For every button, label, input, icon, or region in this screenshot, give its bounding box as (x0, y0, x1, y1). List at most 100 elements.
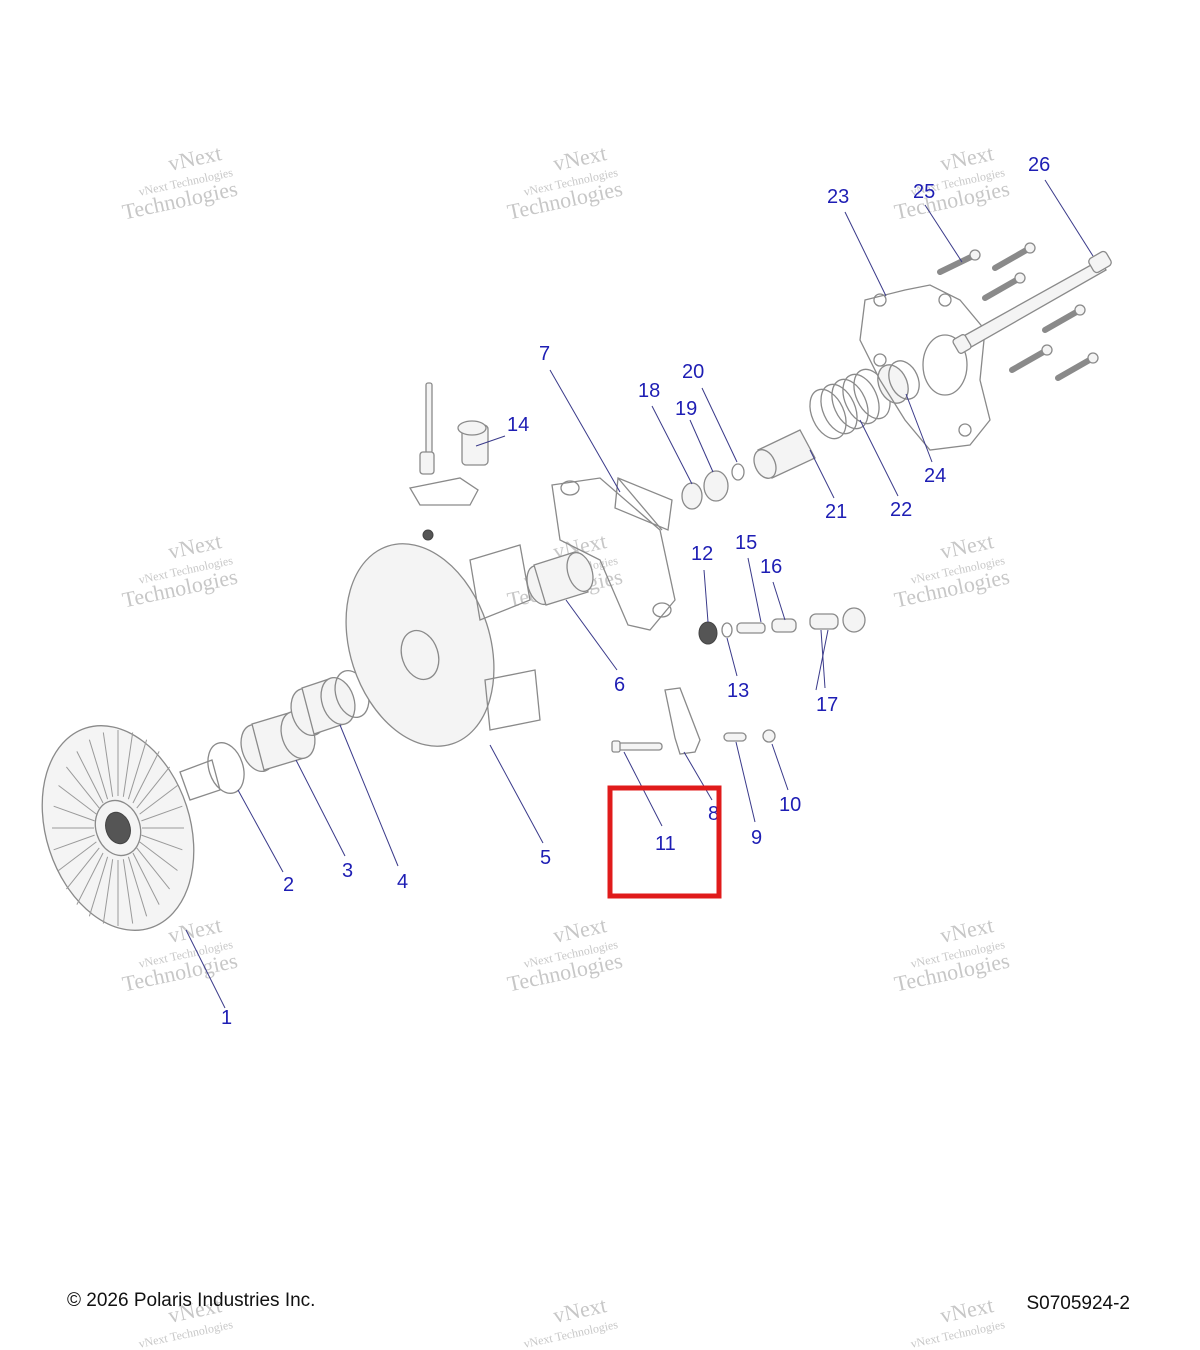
part-washer-19 (703, 470, 729, 502)
part-cap (842, 607, 866, 633)
watermark: vNext vNext Technologies Technologies (120, 528, 240, 612)
bolt-shaft (982, 275, 1023, 301)
callout-18[interactable]: 18 (638, 380, 660, 402)
copyright-text: © 2026 Polaris Industries Inc. (67, 1290, 316, 1311)
callout-8[interactable]: 8 (708, 803, 719, 825)
sheave-fin (88, 739, 109, 800)
callout-17[interactable]: 17 (816, 694, 838, 716)
part-sleeve-21 (753, 429, 816, 479)
watermark: vNext vNext Technologies Technologies (892, 912, 1012, 996)
part-washer-18 (681, 482, 703, 510)
part-bushing-4 (290, 669, 370, 737)
callout-14[interactable]: 14 (507, 414, 529, 436)
bolt-shaft (937, 252, 978, 275)
callout-1[interactable]: 1 (221, 1007, 232, 1029)
sheave-fin (136, 847, 170, 890)
sheave-fin (136, 766, 170, 809)
sheave-fin (132, 852, 160, 905)
callout-2[interactable]: 2 (283, 874, 294, 896)
callout-24[interactable]: 24 (924, 465, 946, 487)
sheave-fin (66, 766, 100, 809)
sheave-fin (139, 785, 178, 815)
watermark: vNext vNext Technologies (522, 1292, 619, 1350)
callout-9[interactable]: 9 (751, 827, 762, 849)
callout-16[interactable]: 16 (760, 556, 782, 578)
watermark: vNext vNext Technologies Technologies (892, 140, 1012, 224)
watermark: vNext vNext Technologies Technologies (892, 528, 1012, 612)
part-ring-13 (721, 622, 733, 638)
bolt-shaft (992, 245, 1033, 271)
sheave-fin (76, 852, 104, 905)
part-oring-2 (207, 742, 245, 794)
callout-15[interactable]: 15 (735, 532, 757, 554)
sheave-fin (122, 859, 134, 924)
callout-19[interactable]: 19 (675, 398, 697, 420)
callouts: 1 2 3 4 5 6 7 8 9 10 11 12 13 14 15 16 1… (221, 154, 1050, 1029)
watermark: vNext vNext Technologies Technologies (120, 140, 240, 224)
part-pin-15 (736, 622, 766, 634)
part-spring-22 (809, 368, 891, 440)
part-long-bolt-26 (952, 250, 1112, 354)
callout-13[interactable]: 13 (727, 680, 749, 702)
sheave-fin (127, 856, 148, 917)
callout-5[interactable]: 5 (540, 847, 551, 869)
sheave-fin (53, 834, 95, 851)
callout-6[interactable]: 6 (614, 674, 625, 696)
sheave-fin (102, 732, 114, 797)
sheave-fin (53, 805, 95, 822)
callout-11[interactable]: 11 (655, 833, 676, 855)
part-washer-12 (698, 621, 718, 645)
callout-25[interactable]: 25 (913, 181, 935, 203)
bolt-head (1074, 304, 1086, 316)
spring-coil (842, 373, 880, 425)
bolt-head (1087, 352, 1099, 364)
sheave-fin (122, 732, 134, 797)
part-bushing-6 (526, 551, 594, 606)
callout-26[interactable]: 26 (1028, 154, 1050, 176)
sheave-fin (141, 805, 183, 822)
bolt-head (1024, 242, 1036, 254)
part-ring-20 (731, 463, 745, 481)
part-bolts-25 (937, 242, 1099, 381)
callout-21[interactable]: 21 (825, 501, 847, 523)
sheave-fin (58, 841, 97, 871)
bolt-head (1041, 344, 1053, 356)
callout-22[interactable]: 22 (890, 499, 912, 521)
sheave-fin (141, 834, 183, 851)
sheave-fin (102, 859, 114, 924)
callout-20[interactable]: 20 (682, 361, 704, 383)
part-plug-14 (408, 382, 489, 541)
callout-10[interactable]: 10 (779, 794, 801, 816)
callout-7[interactable]: 7 (539, 343, 550, 365)
callout-3[interactable]: 3 (342, 860, 353, 882)
part-bushing-3 (240, 710, 316, 773)
sheave-fin (66, 847, 100, 890)
bolt-shaft (1042, 307, 1083, 333)
spring-coil (809, 388, 847, 440)
part-roller-17 (809, 613, 839, 630)
bolt-shaft (1055, 355, 1096, 381)
drawing-number: S0705924-2 (1026, 1293, 1130, 1314)
bolt-shaft (1009, 347, 1050, 373)
spring-coil (831, 378, 869, 430)
sheave-fin (127, 739, 148, 800)
leader-lines (185, 179, 1094, 1009)
callout-12[interactable]: 12 (691, 543, 713, 565)
callout-4[interactable]: 4 (397, 871, 408, 893)
watermark: vNext vNext Technologies Technologies (505, 140, 625, 224)
sheave-fin (88, 856, 109, 917)
part-spider (551, 477, 676, 631)
part-roller-16 (771, 618, 797, 633)
part-movable-sheave (345, 543, 541, 747)
part-arm (664, 687, 701, 755)
callout-23[interactable]: 23 (827, 186, 849, 208)
part-nut-10 (762, 729, 776, 743)
bolt-head (1014, 272, 1026, 284)
watermarks: vNext vNext Technologies Technologies vN… (120, 140, 1012, 1350)
watermark: vNext vNext Technologies (909, 1292, 1006, 1350)
part-bolt-11 (611, 740, 663, 753)
sheave-fin (58, 785, 97, 815)
bolt-head (969, 249, 981, 261)
highlight-box (607, 785, 722, 899)
